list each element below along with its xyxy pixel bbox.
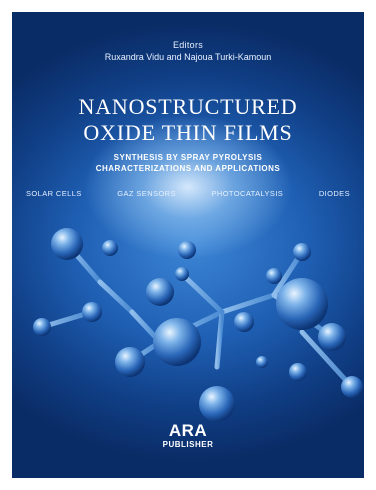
topic-photocatalysis: PHOTOCATALYSIS — [211, 189, 284, 198]
editors-label: Editors — [172, 40, 204, 50]
topic-gaz-sensors: GAZ SENSORS — [117, 189, 176, 198]
subtitle-line-2: CHARACTERIZATIONS AND APPLICATIONS — [95, 164, 281, 173]
molecule-illustration — [33, 228, 363, 422]
book-cover: Editors Ruxandra Vidu and Najoua Turki-K… — [12, 12, 364, 478]
publisher-logo: ARA PUBLISHER — [160, 422, 216, 450]
book-title-line-1: NANOSTRUCTURED — [78, 94, 298, 119]
editors-names: Ruxandra Vidu and Najoua Turki-Kamoun — [104, 52, 272, 62]
publisher-logo-text: PUBLISHER — [162, 440, 214, 449]
topic-diodes: DIODES — [318, 189, 350, 198]
topics-row: SOLAR CELLS GAZ SENSORS PHOTOCATALYSIS D… — [12, 189, 364, 198]
publisher-logo-mark: ARA — [168, 421, 208, 440]
subtitle-line-1: SYNTHESIS BY SPRAY PYROLYSIS — [113, 153, 263, 162]
book-title-line-2: OXIDE THIN FILMS — [83, 120, 293, 145]
topic-solar-cells: SOLAR CELLS — [26, 189, 82, 198]
